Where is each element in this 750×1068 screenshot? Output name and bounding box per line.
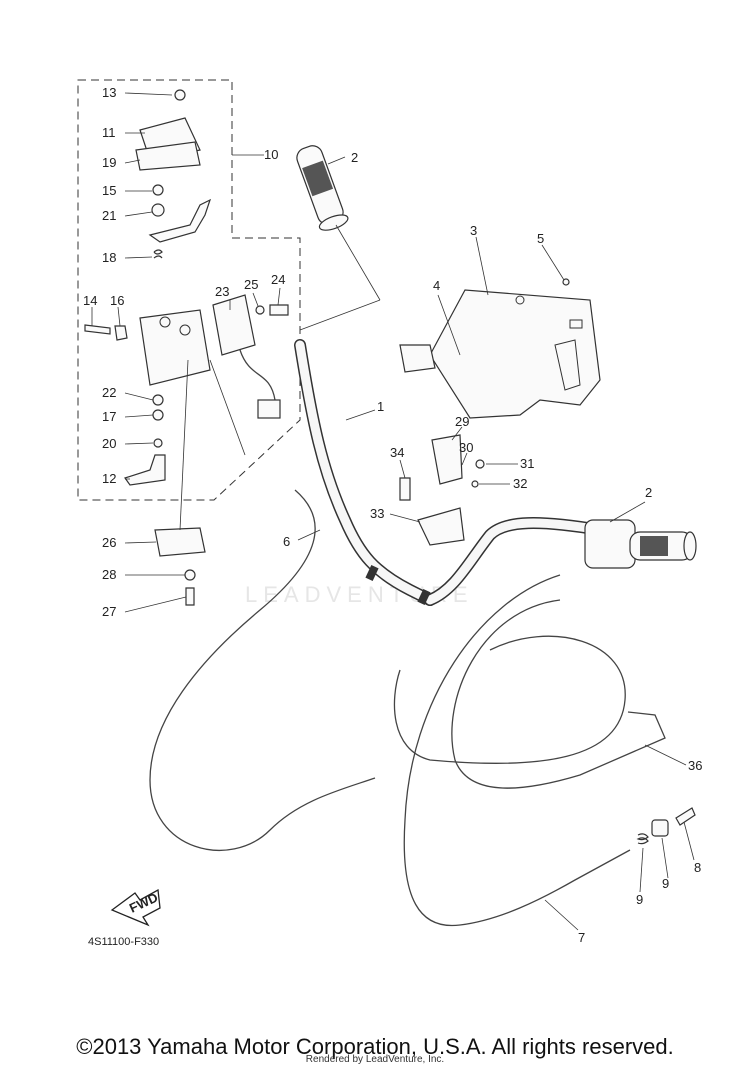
callout-23: 22 (102, 385, 116, 400)
callout-21: 20 (102, 436, 116, 451)
callout-2-right: 2 (645, 485, 652, 500)
callout-26: 25 (244, 277, 258, 292)
fwd-arrow: FWD (110, 888, 161, 927)
callout-20: 19 (102, 155, 116, 170)
cable-36 (451, 599, 666, 789)
callout-17: 16 (110, 293, 124, 308)
callout-5: 5 (537, 231, 544, 246)
callout-1: 1 (377, 399, 384, 414)
callout-35: 34 (390, 445, 404, 460)
callout-24: 23 (215, 284, 229, 299)
washer-33 (471, 480, 479, 488)
callout-36: 36 (688, 758, 702, 773)
callout-31: 30 (459, 440, 473, 455)
emblem-pad (399, 344, 436, 373)
lever-13 (124, 454, 166, 486)
callout-12: 11 (102, 125, 116, 140)
switch-housing (139, 309, 211, 386)
callout-9: 9 (636, 892, 643, 907)
callout-19: 18 (102, 250, 116, 265)
switch-30 (431, 434, 463, 485)
callout-4: 4 (433, 278, 440, 293)
drawing-code: 4S11100-F330 (88, 936, 160, 948)
screw-25 (269, 304, 289, 316)
callout-13: 12 (102, 471, 116, 486)
screw-15 (84, 324, 111, 335)
handlebar-cover (429, 289, 601, 419)
spring-9 (636, 833, 649, 845)
callout-14: 13 (102, 85, 116, 100)
right-grip (584, 519, 697, 569)
cable-loop (393, 635, 626, 764)
washer-21 (153, 438, 163, 448)
callout-22: 21 (102, 208, 116, 223)
leader-lines (91, 92, 695, 931)
nut-17 (114, 325, 128, 341)
screw-35 (399, 477, 411, 501)
callout-6: 6 (283, 534, 290, 549)
screw-32 (475, 459, 485, 469)
callout-25: 24 (271, 272, 285, 287)
callout-34: 33 (370, 506, 384, 521)
callout-8: 8 (694, 860, 701, 875)
bolt-28 (185, 587, 195, 606)
callout-28: 27 (102, 604, 116, 619)
switch-connector (212, 294, 281, 419)
callout-33: 32 (513, 476, 527, 491)
callout-16: 15 (102, 183, 116, 198)
callout-15: 14 (83, 293, 97, 308)
gasket (135, 141, 201, 171)
left-grip (296, 145, 349, 231)
cable-6 (149, 489, 376, 852)
callout-32: 31 (520, 456, 534, 471)
rendered-by-notice: Rendered by LeadVenture, Inc. (305, 1054, 445, 1065)
switch-assembly-group-outline (77, 79, 301, 501)
bracket-27 (154, 527, 206, 557)
bracket-22 (148, 198, 212, 243)
washer-18 (152, 409, 164, 421)
callout-18: 17 (102, 409, 116, 424)
callout-2-top: 2 (351, 150, 358, 165)
callout-30: 29 (455, 414, 469, 429)
copyright-notice: ©2013 Yamaha Motor Corporation, U.S.A. A… (76, 1034, 674, 1059)
bracket-34 (417, 507, 465, 546)
nut-23 (152, 394, 164, 406)
callout-29: 28 (102, 567, 116, 582)
washer-26 (255, 305, 265, 315)
callout-3: 3 (470, 223, 477, 238)
callout-10: 9 (662, 876, 669, 891)
callout-7: 7 (578, 930, 585, 945)
screw-14 (174, 89, 186, 101)
part-10 (651, 819, 669, 837)
part-8 (675, 807, 696, 826)
spring-19 (153, 249, 163, 259)
nut-16 (152, 184, 164, 196)
handlebar (294, 339, 606, 606)
washer-22 (151, 203, 165, 217)
washer-29 (184, 569, 196, 581)
small-screw (562, 278, 570, 286)
cable-7 (403, 574, 631, 927)
callout-11: 10 (264, 147, 278, 162)
callout-labels: 13 11 19 15 21 18 14 16 22 17 20 12 26 2… (83, 85, 702, 945)
callout-27: 26 (102, 535, 116, 550)
